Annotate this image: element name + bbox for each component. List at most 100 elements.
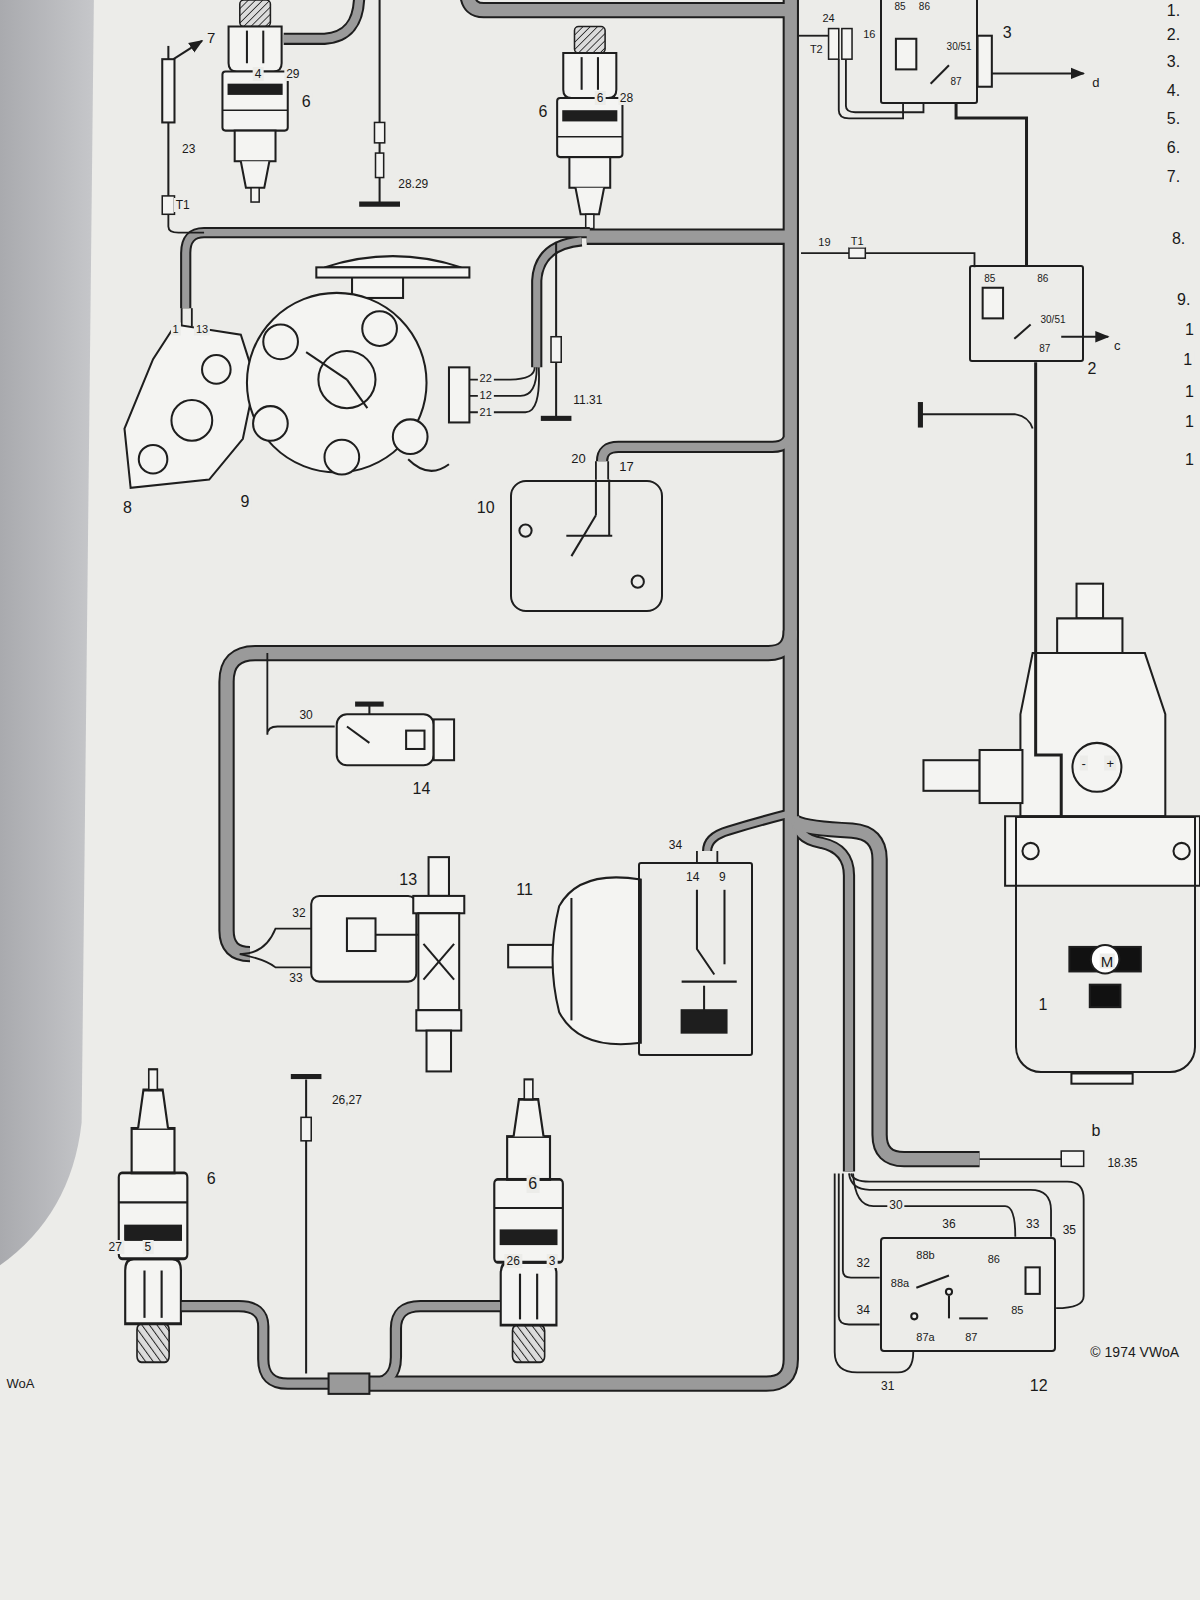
- pressure-sensor: [508, 945, 559, 967]
- relay-parts: [978, 36, 992, 87]
- callout-number: 1: [1183, 383, 1196, 401]
- wire-label: 13: [194, 322, 210, 335]
- cold-start-valve: [418, 913, 459, 1010]
- temperature-sensor: [162, 59, 174, 122]
- auxiliary-air-valve: [124, 324, 255, 487]
- cold-start-valve: [413, 896, 464, 913]
- wire-harness: [182, 1306, 337, 1384]
- wire: [267, 653, 334, 735]
- pin-label: 88a: [890, 1277, 910, 1288]
- callout-number: 9.: [1175, 291, 1192, 309]
- relay-box: 858630/5187: [969, 265, 1083, 362]
- connector-plug: [842, 29, 852, 60]
- pin-label: 30/51: [946, 42, 973, 52]
- fuel-pump: [1071, 1073, 1132, 1083]
- callout-number: 3: [1001, 24, 1014, 42]
- distributor: [352, 276, 403, 298]
- pin-label: 85: [1010, 1305, 1024, 1316]
- relay-box: 88b8688a8587a87: [880, 1237, 1057, 1352]
- switch-housing: 2017: [510, 480, 663, 613]
- callout-number: 10: [475, 499, 497, 517]
- fuel-pump: [923, 760, 979, 791]
- thermo-time-switch: [406, 731, 424, 749]
- wire-label: 34: [667, 838, 684, 852]
- fuel-pump: [1090, 985, 1121, 1007]
- cold-start-valve: [429, 857, 449, 896]
- cold-start-valve: [347, 918, 376, 951]
- wire: [835, 1173, 914, 1372]
- wire-harness: [369, 0, 790, 1384]
- relay-parts: [946, 1289, 952, 1295]
- pressure-sensor: [682, 981, 737, 983]
- pin-label: 87: [950, 77, 963, 87]
- pump-motor: M: [1015, 816, 1196, 1073]
- wire-label: 11.31: [571, 393, 604, 407]
- wire-label: +: [1104, 756, 1116, 771]
- wire: [853, 1173, 1015, 1236]
- wire-label: T2: [808, 42, 825, 55]
- temperature-sensor: [162, 41, 202, 196]
- callout-number: 1.: [1165, 2, 1182, 20]
- callout-number: 11: [514, 881, 535, 899]
- injector: [494, 1079, 563, 1362]
- pin-label: 87: [964, 1331, 978, 1342]
- pressure-sensor: [553, 877, 641, 1044]
- ground-symbol: [291, 1074, 322, 1079]
- wire-label: 4: [253, 67, 264, 81]
- callout-number: 14: [411, 780, 433, 798]
- wire-harness: [369, 1306, 500, 1384]
- fuel-pump: [1173, 843, 1189, 859]
- throttle-switch-parts: [519, 480, 643, 588]
- wire: [843, 1173, 880, 1277]
- auxiliary-air-valve: [139, 445, 168, 474]
- wire-harness: [795, 822, 980, 1159]
- distributor: [393, 419, 428, 454]
- wire-label: 28: [618, 91, 635, 105]
- wire-label: 32: [290, 906, 307, 920]
- distributor: [318, 351, 375, 408]
- wire-connector: [1036, 362, 1062, 816]
- callout-number: 2.: [1165, 26, 1182, 44]
- callout-number: 7: [205, 28, 217, 45]
- pin-label: 17: [618, 460, 634, 473]
- wire: [839, 1173, 880, 1324]
- callout-number: 1: [1183, 451, 1196, 469]
- ground-symbol: [551, 337, 561, 363]
- fuel-pump: [1022, 843, 1038, 859]
- wire-harness: [182, 1306, 337, 1384]
- relay-parts: [983, 288, 1003, 319]
- fuel-pump: [1057, 618, 1122, 653]
- thermo-time-switch: [337, 714, 434, 765]
- pin-label: 85: [983, 274, 996, 284]
- pin-label: 9: [718, 871, 727, 883]
- harness-junction: [329, 1373, 370, 1393]
- pressure-sensor: [697, 890, 714, 975]
- wire-label: 21: [478, 406, 494, 419]
- relay-box: 858630/5187: [880, 0, 978, 104]
- pin-label: 87a: [915, 1331, 935, 1342]
- wire-label: 30: [297, 708, 314, 722]
- distributor: [324, 256, 461, 267]
- thermo-time-switch: [434, 719, 454, 760]
- distributor: [324, 440, 359, 475]
- ground-symbol: [555, 242, 557, 416]
- throttle-switch-parts: [566, 535, 612, 537]
- connector-plug: [162, 29, 1083, 1167]
- wire-harness: [587, 231, 791, 243]
- callout-number: 9: [238, 493, 251, 511]
- pin-label: 86: [918, 2, 931, 12]
- distributor: [253, 406, 288, 441]
- wire-label: 19: [816, 235, 832, 248]
- wire-label: -: [1080, 756, 1088, 771]
- pin-label: 88b: [915, 1250, 935, 1261]
- distributor: [247, 256, 469, 474]
- cold-start-valve: [311, 896, 416, 982]
- wire-label: 24: [820, 12, 836, 25]
- fuel-pump: [1072, 743, 1121, 792]
- wire-harness: [186, 233, 590, 309]
- wire-label: 26,27: [330, 1093, 364, 1107]
- ground-symbol: [301, 1117, 311, 1140]
- ground-symbol: [359, 202, 400, 207]
- wire-harness: [182, 0, 980, 1384]
